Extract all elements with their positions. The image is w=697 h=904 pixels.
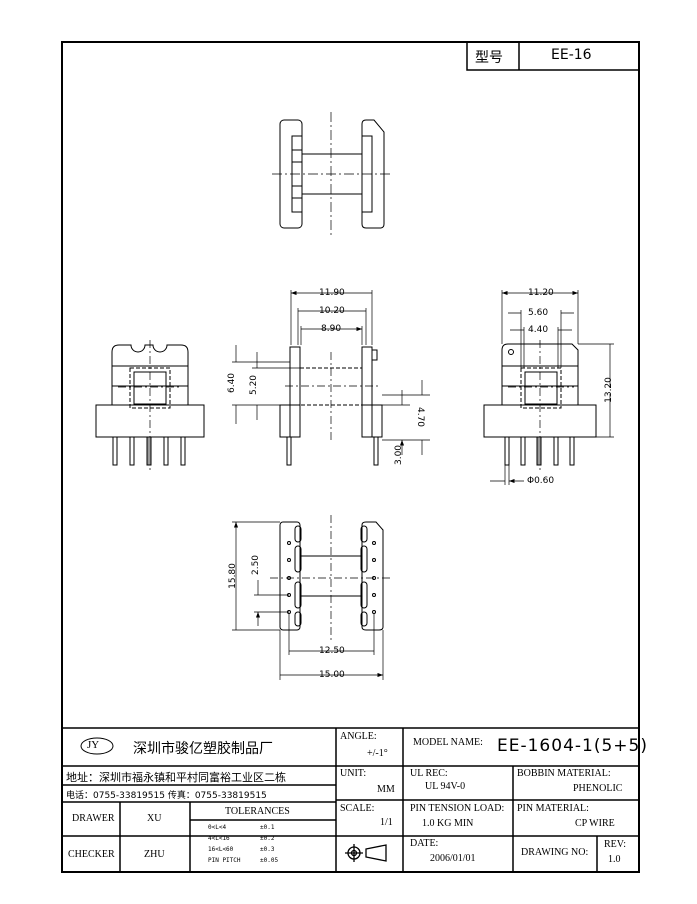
checker-name: ZHU <box>144 849 165 860</box>
tolerance-value: ±0.2 <box>260 835 275 842</box>
top-view <box>272 112 392 236</box>
rev-value: 1.0 <box>608 854 621 865</box>
unit-label: UNIT: <box>340 768 367 779</box>
bobbin-material: PHENOLIC <box>573 783 623 794</box>
side-view <box>232 290 430 466</box>
tolerance-value: ±0.05 <box>260 857 279 864</box>
date-value: 2006/01/01 <box>430 853 476 864</box>
angle-label: ANGLE: <box>340 731 377 742</box>
tolerance-range: PIN PITCH <box>208 857 241 864</box>
tolerance-value: ±0.3 <box>260 846 275 853</box>
model-value: EE-16 <box>551 47 592 63</box>
scale-value: 1/1 <box>380 817 393 828</box>
model-name-label: MODEL NAME: <box>413 737 483 748</box>
dim-10-20: 10.20 <box>319 306 345 316</box>
tolerances-label: TOLERANCES <box>225 806 290 817</box>
title-block-grid <box>62 727 639 872</box>
scale-label: SCALE: <box>340 803 375 814</box>
drawing-no-label: DRAWING NO: <box>521 847 589 858</box>
drawer-label: DRAWER <box>72 813 115 824</box>
dim-4-70: 4.70 <box>415 406 426 428</box>
bottom-view <box>232 515 392 680</box>
phone-fax: 电话：0755-33819515 传真：0755-33819515 <box>66 791 267 801</box>
dim-11-90: 11.90 <box>319 288 345 298</box>
dim-4-40: 4.40 <box>528 325 549 335</box>
dim-12-50: 12.50 <box>319 646 345 656</box>
unit-value: MM <box>377 784 395 795</box>
projection-symbol <box>345 844 387 862</box>
pin-tension-label: PIN TENSION LOAD: <box>410 803 505 814</box>
ul-label: UL REC: <box>410 768 448 779</box>
model-name: EE-1604-1(5+5) <box>497 736 648 756</box>
pin-material: CP WIRE <box>575 818 615 829</box>
rev-label: REV: <box>604 839 627 850</box>
front-view <box>95 340 205 470</box>
bobbin-material-label: BOBBIN MATERIAL: <box>517 768 611 779</box>
tolerance-range: 16<L<60 <box>208 846 234 853</box>
tolerance-value: ±0.1 <box>260 824 275 831</box>
dim-pin-diameter: Φ0.60 <box>527 476 555 486</box>
tolerance-range: 0<L<4 <box>208 824 227 831</box>
dim-6-40: 6.40 <box>227 372 238 394</box>
date-label: DATE: <box>410 838 439 849</box>
ul-value: UL 94V-0 <box>425 781 466 792</box>
pin-tension: 1.0 KG MIN <box>422 818 474 829</box>
model-label: 型号 <box>475 50 503 66</box>
dim-3-00: 3.00 <box>394 444 405 466</box>
drawer-name: XU <box>147 813 162 824</box>
dim-13-20: 13.20 <box>603 377 614 403</box>
dim-5-60: 5.60 <box>528 308 549 318</box>
company-logo <box>80 737 114 755</box>
pin-material-label: PIN MATERIAL: <box>517 803 589 814</box>
dim-15-00: 15.00 <box>319 670 345 680</box>
dim-2-50: 2.50 <box>251 554 262 576</box>
dim-8-90: 8.90 <box>321 324 342 334</box>
title-box <box>466 42 639 71</box>
drawing-frame <box>61 41 640 873</box>
dim-11-20: 11.20 <box>528 288 554 298</box>
right-view <box>483 290 614 485</box>
dim-15-80: 15.80 <box>227 563 238 589</box>
logo-text: JY <box>87 739 100 751</box>
angle-value: +/-1° <box>367 748 388 759</box>
company-name: 深圳市骏亿塑胶制品厂 <box>133 741 273 757</box>
checker-label: CHECKER <box>68 849 115 860</box>
tolerance-range: 4<L<16 <box>208 835 230 842</box>
dim-5-20: 5.20 <box>249 374 260 396</box>
address: 地址：深圳市福永镇和平村同富裕工业区二栋 <box>66 771 286 784</box>
